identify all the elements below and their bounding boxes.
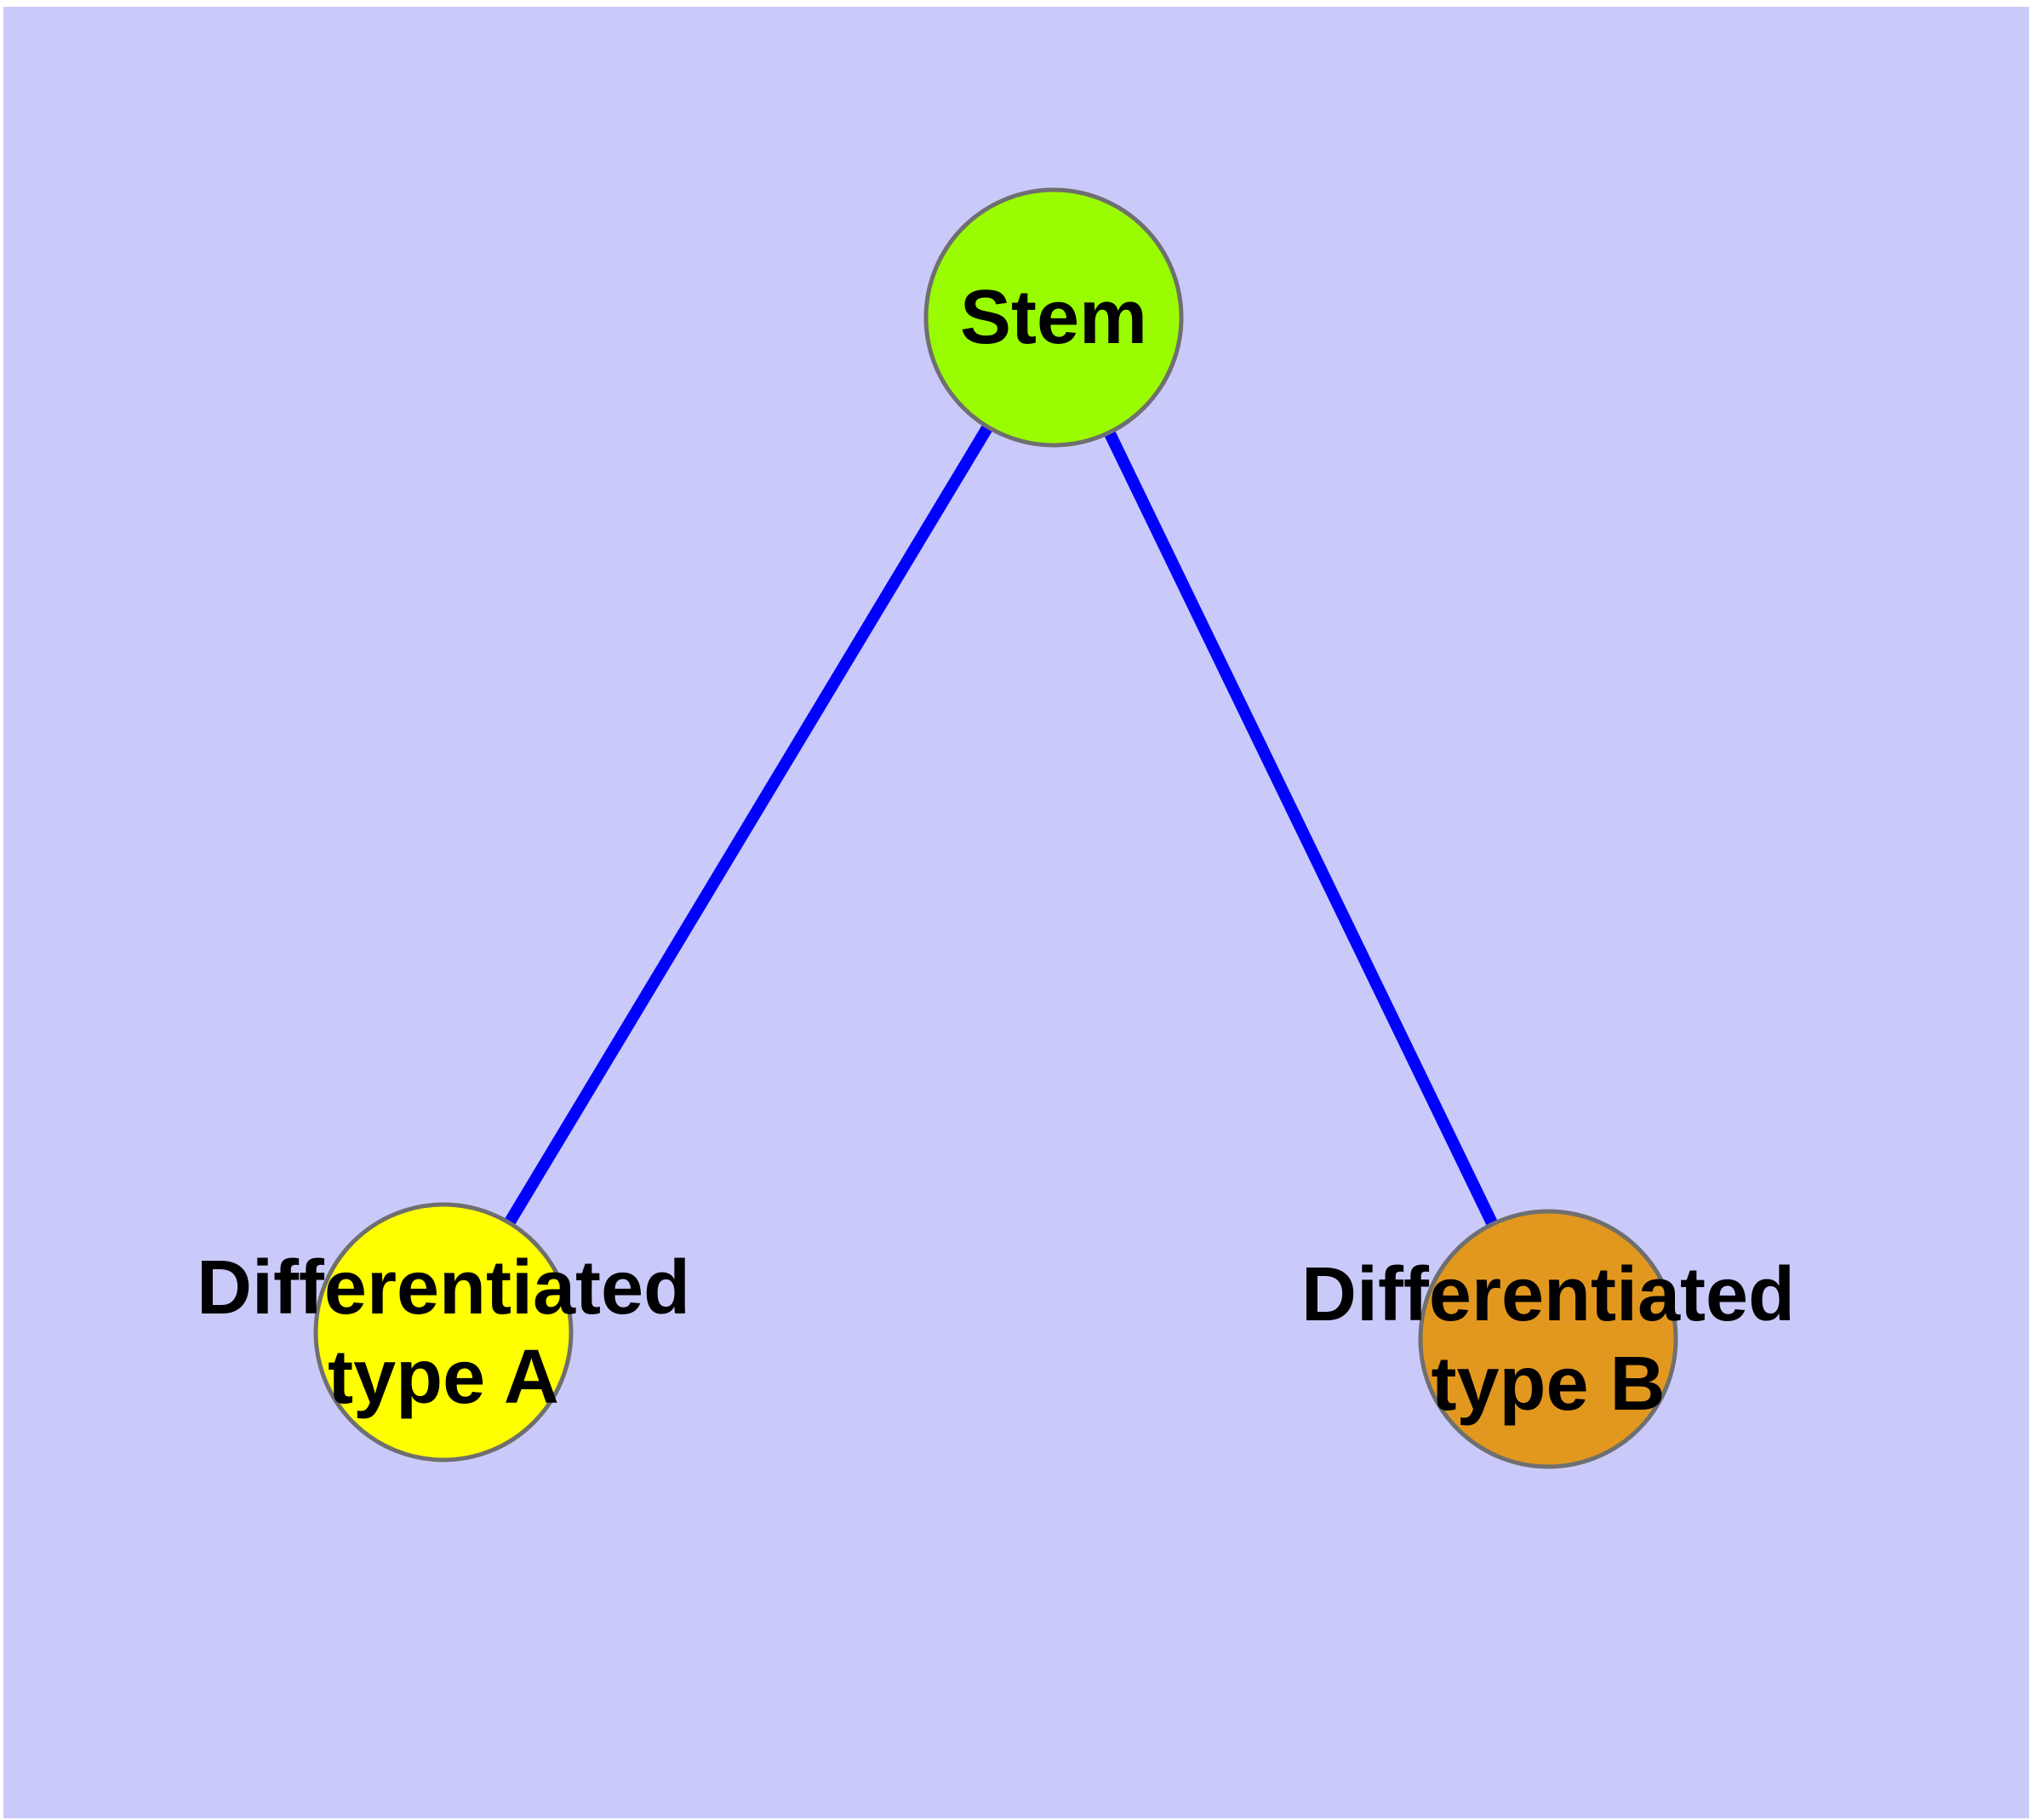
node-type-a-label-line2: type A bbox=[328, 1335, 559, 1420]
node-type-b-label-line2: type B bbox=[1431, 1342, 1665, 1427]
edge-stem-to-type-b bbox=[1048, 314, 1554, 1342]
node-type-b-circle bbox=[1418, 1209, 1678, 1469]
edge-stem-to-type-a bbox=[438, 314, 1059, 1336]
node-stem-label: Stem bbox=[960, 275, 1147, 360]
node-type-a-circle bbox=[313, 1202, 574, 1462]
node-stem-circle bbox=[923, 187, 1184, 448]
node-type-b-label-line1: Differentiated bbox=[1301, 1252, 1795, 1337]
node-type-a-label-line1: Differentiated bbox=[197, 1245, 690, 1331]
